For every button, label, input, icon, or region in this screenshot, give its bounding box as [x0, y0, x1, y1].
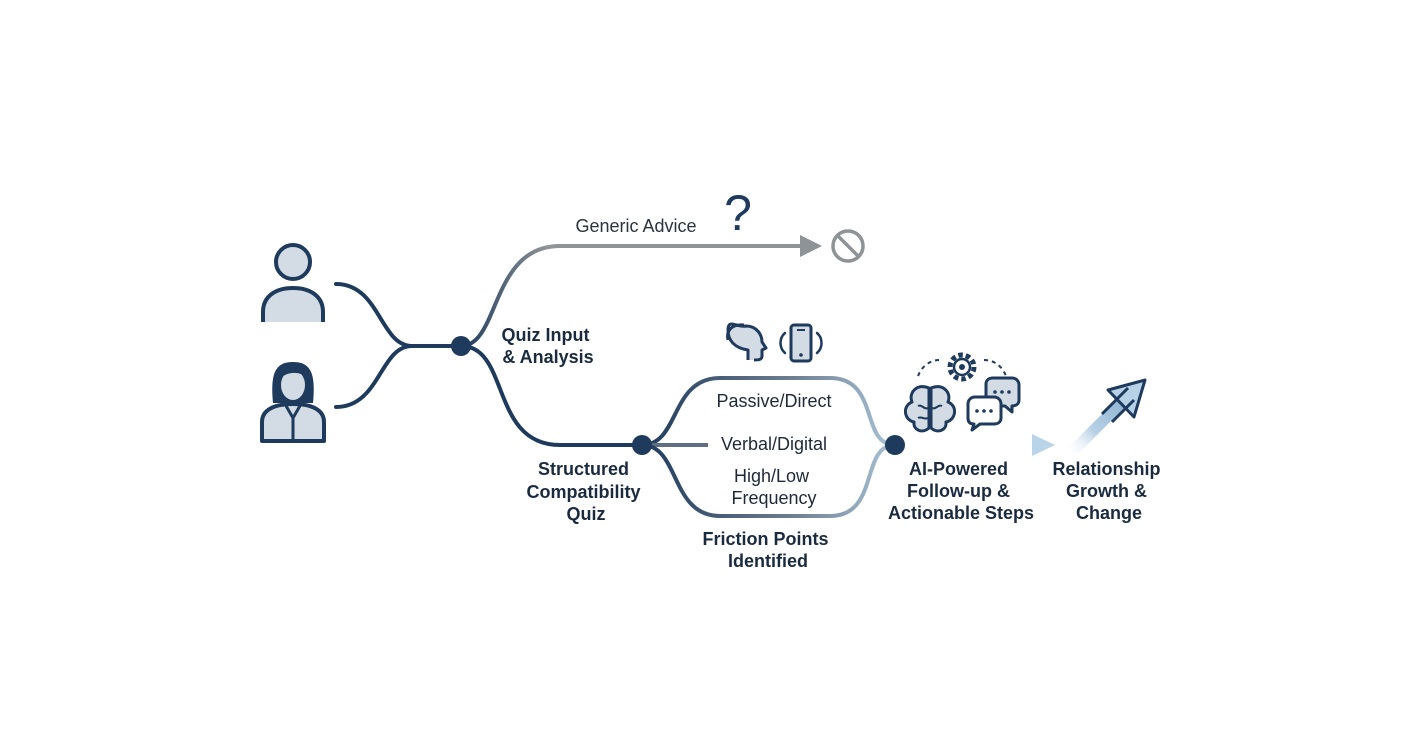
- label-friction-points: Friction Points Identified: [702, 529, 833, 571]
- brain-icon: [904, 385, 956, 433]
- woman-icon: [260, 362, 326, 443]
- flow-lines: [334, 235, 1055, 518]
- question-mark: ?: [724, 185, 752, 241]
- node-quiz-input: [451, 336, 471, 356]
- label-quiz-input: Quiz Input & Analysis: [502, 325, 595, 367]
- smartphone-vibrate-icon: [779, 323, 823, 363]
- arrowhead-generic: [800, 235, 822, 257]
- line-person-female: [334, 344, 414, 409]
- label-passive-direct: Passive/Direct: [716, 391, 831, 411]
- arrowhead-output: [1032, 434, 1055, 456]
- label-relationship: Relationship Growth & Change: [1052, 459, 1165, 523]
- line-generic-advice: [460, 244, 805, 348]
- label-structured-quiz: Structured Compatibility Quiz: [526, 459, 645, 524]
- arc-left-dashes: [917, 359, 941, 377]
- label-ai-followup: AI-Powered Follow-up & Actionable Steps: [888, 459, 1034, 523]
- prohibited-icon: [831, 229, 865, 263]
- node-structured-quiz: [632, 435, 652, 455]
- label-generic-advice: Generic Advice: [575, 216, 696, 236]
- head-profile-icon: [726, 322, 768, 362]
- gear-icon: [947, 352, 977, 382]
- node-ai-followup: [885, 435, 905, 455]
- line-to-structured-quiz: [460, 344, 642, 447]
- line-high-low: [641, 443, 896, 518]
- label-verbal-digital: Verbal/Digital: [721, 434, 827, 454]
- line-person-male: [334, 282, 414, 348]
- arc-right-dashes: [983, 359, 1007, 377]
- line-passive-direct: [641, 376, 896, 447]
- chat-bubbles-icon: [966, 376, 1021, 432]
- person-icon: [261, 243, 325, 322]
- growth-arrow-icon: [1068, 378, 1147, 456]
- label-high-low: High/Low Frequency: [731, 466, 816, 508]
